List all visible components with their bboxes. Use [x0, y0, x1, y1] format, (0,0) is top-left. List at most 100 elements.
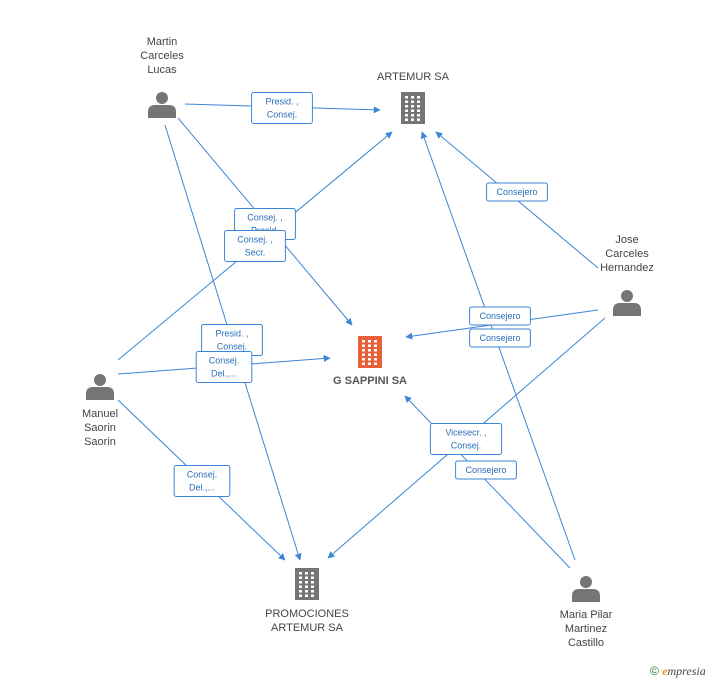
edge-label-text: Presid. , [265, 97, 298, 107]
building-window [362, 340, 365, 343]
edge-label-box [173, 465, 231, 497]
edge-label-text: Consej. [451, 441, 482, 451]
edge-label-text: Consej. [267, 110, 298, 120]
building-window [311, 590, 314, 593]
node-label: Saorin [84, 422, 116, 434]
building-window [374, 358, 377, 361]
building-window [405, 109, 408, 112]
building-window [311, 572, 314, 575]
building-window [417, 114, 420, 117]
person-body [613, 303, 641, 316]
edge-label-maria-to-gsappini[interactable]: Consejero [455, 460, 517, 480]
building-window [374, 344, 377, 347]
building-window [362, 358, 365, 361]
building-window [411, 118, 414, 121]
edge-label-text: Consej. [209, 356, 240, 366]
edge-label-martin-to-promociones[interactable]: Presid. ,Consej. [201, 324, 263, 356]
building-window [305, 585, 308, 588]
building-window [368, 353, 371, 356]
building-window [411, 109, 414, 112]
person-icon [148, 92, 176, 118]
building-window [299, 572, 302, 575]
brand-initial: e [662, 664, 668, 678]
edge-label-text: Secr. [245, 248, 266, 258]
building-window [305, 576, 308, 579]
edge-label-box [251, 92, 313, 124]
edge-label-text: Del.,... [189, 483, 215, 493]
edge-label-box [224, 230, 286, 262]
edge-label-jose-to-gsappini[interactable]: Consejero [469, 306, 531, 326]
edge-label-text: Vicesecr. , [445, 428, 486, 438]
building-window [311, 581, 314, 584]
person-body [148, 105, 176, 118]
edge-label-text: Consej. , [237, 235, 273, 245]
node-label: ARTEMUR SA [377, 71, 450, 83]
edge-label-box [469, 306, 531, 326]
building-icon [358, 336, 382, 368]
person-head [94, 374, 106, 386]
building-window [374, 340, 377, 343]
brand-name: mpresia [667, 664, 706, 678]
building-window [305, 594, 308, 597]
edge-label-manuel-to-artemur[interactable]: Consej. , Secr. [224, 230, 286, 262]
building-window [411, 105, 414, 108]
edge-label-manuel-to-promociones[interactable]: Consej. Del.,... [173, 465, 231, 497]
node-gsappini[interactable]: G SAPPINI SA [333, 336, 407, 387]
building-window [405, 118, 408, 121]
building-window [405, 96, 408, 99]
edge-label-box [455, 460, 517, 480]
person-body [86, 387, 114, 400]
building-window [417, 100, 420, 103]
building-window [305, 590, 308, 593]
person-icon [86, 374, 114, 400]
building-window [311, 585, 314, 588]
edge-label-jose-to-promociones[interactable]: Vicesecr. , Consej. [429, 423, 503, 455]
person-head [621, 290, 633, 302]
edge-label-text: Consejero [496, 187, 537, 197]
person-head [580, 576, 592, 588]
building-window [362, 344, 365, 347]
building-window [299, 585, 302, 588]
edge-label-jose-to-artemur[interactable]: Consejero [486, 182, 548, 202]
edge-label-text: Del.,... [211, 369, 237, 379]
building-window [417, 96, 420, 99]
edge-label-text: Consejero [465, 465, 506, 475]
edge-label-text: Consej. [217, 342, 248, 352]
building-window [417, 109, 420, 112]
copyright-symbol: © [650, 664, 659, 678]
node-label: Lucas [147, 64, 177, 76]
building-window [411, 100, 414, 103]
building-window [299, 590, 302, 593]
footer-brand[interactable]: © empresia [650, 664, 706, 679]
building-window [405, 100, 408, 103]
building-window [362, 353, 365, 356]
node-label: Castillo [568, 637, 604, 649]
node-artemur[interactable]: ARTEMUR SA [377, 71, 450, 124]
edge-label-maria-to-artemur[interactable]: Consejero [469, 328, 531, 348]
building-window [311, 576, 314, 579]
building-window [405, 114, 408, 117]
edge-label-manuel-to-gsappini[interactable]: Consej. Del.,... [195, 351, 253, 383]
edge-label-box [429, 423, 503, 455]
building-window [362, 349, 365, 352]
edge-labels-layer: Presid. ,Consej.Consej. ,Presid.Presid. … [173, 92, 548, 497]
building-window [299, 581, 302, 584]
person-icon [613, 290, 641, 316]
building-window [368, 362, 371, 365]
edge-label-martin-to-artemur[interactable]: Presid. , Consej. [251, 92, 313, 124]
building-window [417, 118, 420, 121]
building-window [368, 358, 371, 361]
building-window [405, 105, 408, 108]
edge-label-text: Consej. [187, 470, 218, 480]
building-window [368, 340, 371, 343]
node-label: ARTEMUR SA [271, 622, 344, 634]
person-icon [572, 576, 600, 602]
edge-label-box [195, 351, 253, 383]
node-label: Jose [615, 234, 638, 246]
